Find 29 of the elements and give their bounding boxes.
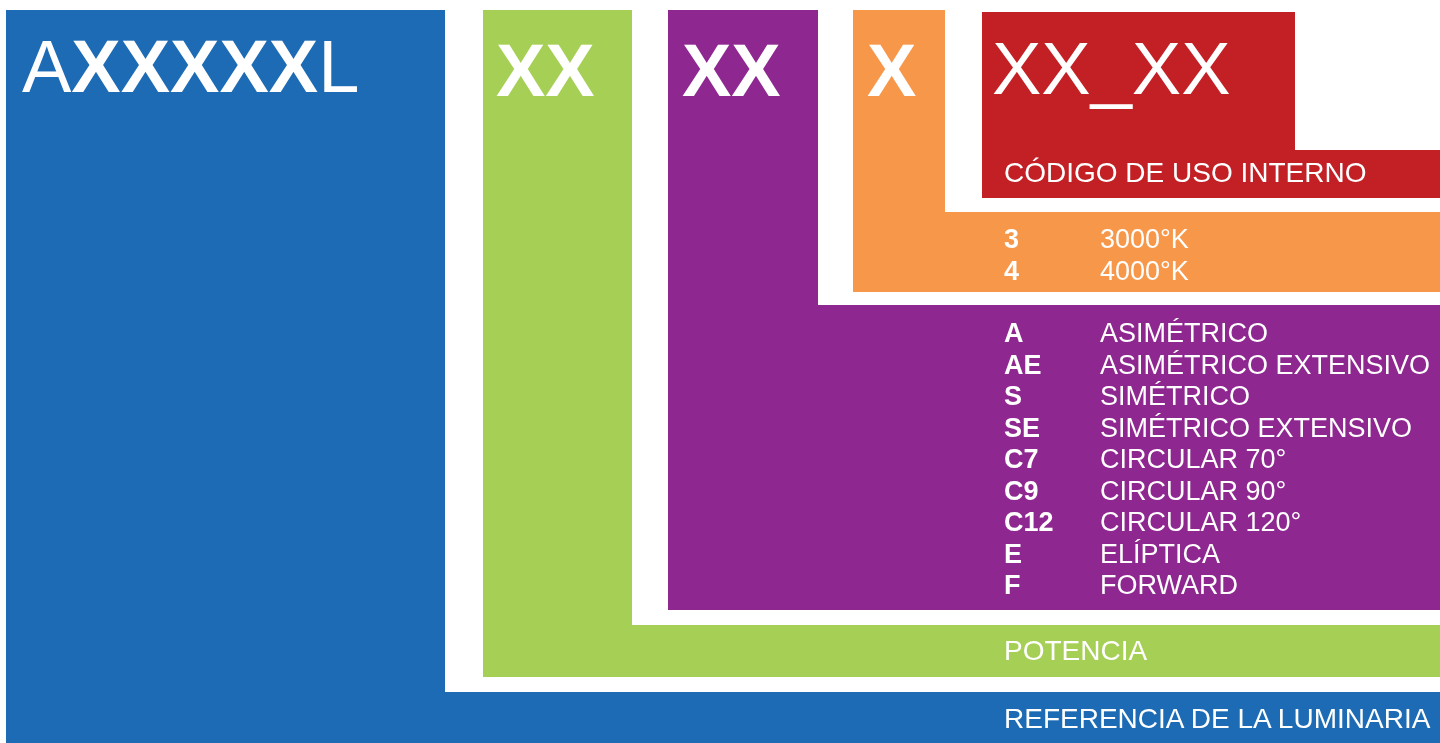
code-segment-title: AXXXXXL: [22, 30, 360, 104]
option-label: CIRCULAR 120°: [1100, 507, 1302, 539]
option-code: AE: [1004, 349, 1042, 381]
option-label: ASIMÉTRICO EXTENSIVO: [1100, 349, 1431, 381]
option-code: C12: [1004, 507, 1054, 539]
code-segment-title: X: [867, 34, 917, 108]
option-label: SIMÉTRICO: [1100, 381, 1250, 413]
option-label: ELÍPTICA: [1100, 538, 1221, 570]
option-code: E: [1004, 538, 1022, 570]
option-label: SIMÉTRICO EXTENSIVO: [1100, 412, 1413, 444]
option-label: FORWARD: [1100, 570, 1238, 602]
option-code: SE: [1004, 412, 1041, 444]
option-code: 3: [1004, 224, 1020, 256]
option-code: S: [1004, 381, 1022, 413]
option-label: 4000°K: [1100, 255, 1189, 287]
option-label: ASIMÉTRICO: [1100, 318, 1268, 350]
segment-description: POTENCIA: [1004, 635, 1148, 667]
option-label: CIRCULAR 70°: [1100, 444, 1287, 476]
option-label: 3000°K: [1100, 224, 1189, 256]
option-label: CIRCULAR 90°: [1100, 475, 1287, 507]
option-code: C7: [1004, 444, 1039, 476]
code-segment-title: XX: [682, 34, 781, 108]
code-segment-title: XX: [496, 34, 595, 108]
segment-description: CÓDIGO DE USO INTERNO: [1004, 157, 1367, 189]
option-code: F: [1004, 570, 1021, 602]
option-code: 4: [1004, 255, 1020, 287]
option-code: C9: [1004, 475, 1039, 507]
segment-description: REFERENCIA DE LA LUMINARIA: [1004, 703, 1431, 735]
option-code: A: [1004, 318, 1024, 350]
